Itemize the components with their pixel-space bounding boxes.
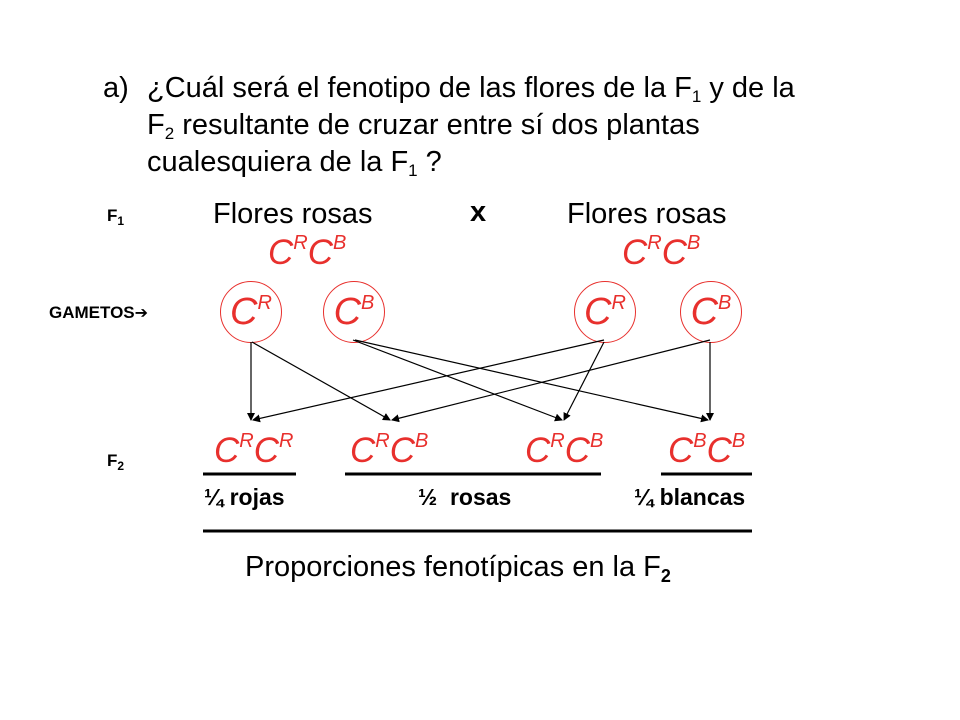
arrow-line (252, 339, 605, 423)
f2-genotype: CRCR (214, 430, 294, 470)
arrow-line (563, 341, 605, 421)
question-line-2: F2 resultante de cruzar entre sí dos pla… (147, 109, 700, 143)
f2-label: F2 (107, 451, 125, 473)
question-line-1: ¿Cuál será el fenotipo de las flores de … (147, 72, 795, 106)
gamete-circle: CB (680, 281, 742, 343)
question-marker: a) (103, 72, 129, 104)
proportion-pink: ½ rosas (418, 484, 512, 510)
f1-parent-left-genotype: CRCB (268, 232, 347, 272)
f1-label: F1 (107, 206, 125, 228)
gamete-circle: CB (323, 281, 385, 343)
gamete-allele: CB (333, 291, 375, 333)
f2-genotype: CBCB (668, 430, 746, 470)
arrow-line (354, 339, 709, 423)
f1-parent-right-phenotype: Flores rosas (567, 198, 727, 230)
right-arrow-icon: ➔ (134, 305, 149, 322)
gamete-allele: CR (584, 291, 626, 333)
gametes-label: GAMETOS➔ (49, 303, 149, 322)
f2-genotype: CRCB (350, 430, 429, 470)
arrow-line (251, 341, 391, 421)
gamete-allele: CB (690, 291, 732, 333)
cross-symbol: x (470, 196, 487, 228)
proportion-white: ¼ blancas (634, 484, 746, 510)
arrow-line (352, 339, 563, 422)
f1-parent-left-phenotype: Flores rosas (213, 198, 373, 230)
f2-genotype: CRCB (525, 430, 604, 470)
question-line-3: cualesquiera de la F1 ? (147, 146, 442, 180)
gamete-circle: CR (574, 281, 636, 343)
arrow-line (391, 339, 711, 423)
gamete-allele: CR (230, 291, 272, 333)
proportion-red: ¼ rojas (204, 484, 285, 510)
phenotypic-proportions-caption: Proporciones fenotípicas en la F2 (245, 551, 671, 586)
f1-parent-right-genotype: CRCB (622, 232, 701, 272)
